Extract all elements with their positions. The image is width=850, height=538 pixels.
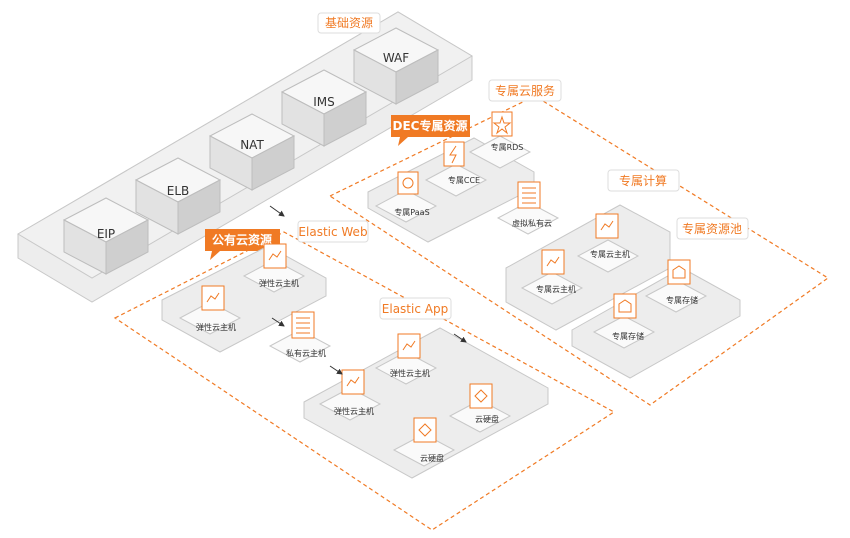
svg-text:WAF: WAF	[383, 51, 409, 65]
svg-text:专属存储: 专属存储	[666, 295, 698, 305]
dec-zone-title: 专属云服务	[488, 79, 562, 102]
elastic-app-panel	[303, 327, 549, 479]
flow-arrows	[269, 205, 467, 375]
svg-text:专属存储: 专属存储	[612, 331, 644, 341]
svg-text:云硬盘: 云硬盘	[475, 414, 499, 424]
svg-text:Elastic Web: Elastic Web	[298, 225, 367, 239]
svg-text:IMS: IMS	[313, 95, 335, 109]
dedicated-paas-node[interactable]: 专属PaaS	[374, 171, 438, 223]
dedicated-pool-title: 专属资源池	[676, 217, 749, 240]
cloud-disk-node-2[interactable]: 云硬盘	[448, 383, 512, 433]
base-resources-title: 基础资源	[317, 12, 381, 34]
dedicated-cce-node[interactable]: 专属CCE	[424, 141, 488, 197]
dedicated-rds-node[interactable]: 专属RDS	[468, 111, 532, 169]
svg-text:公有云资源: 公有云资源	[212, 232, 272, 247]
waf-box[interactable]: WAF	[352, 27, 440, 105]
svg-text:专属云服务: 专属云服务	[495, 83, 555, 98]
svg-text:专属云主机: 专属云主机	[590, 249, 630, 259]
svg-text:NAT: NAT	[240, 138, 264, 152]
svg-text:专属资源池: 专属资源池	[682, 221, 742, 236]
dedicated-storage-node-1[interactable]: 专属存储	[592, 293, 656, 349]
svg-text:弹性云主机: 弹性云主机	[334, 406, 374, 416]
dec-zone-outline	[328, 95, 830, 406]
cloud-disk-node-1[interactable]: 云硬盘	[392, 417, 456, 467]
ims-box[interactable]: IMS	[280, 69, 368, 147]
svg-text:ELB: ELB	[167, 184, 190, 198]
svg-text:云硬盘: 云硬盘	[420, 453, 444, 463]
svg-text:专属RDS: 专属RDS	[491, 142, 524, 152]
svg-text:专属PaaS: 专属PaaS	[394, 207, 429, 217]
dec-tag: DEC专属资源	[391, 115, 470, 146]
elastic-web-title: Elastic Web	[297, 220, 369, 243]
elastic-app-title: Elastic App	[379, 297, 452, 320]
svg-text:弹性云主机: 弹性云主机	[196, 322, 236, 332]
elastic-web-host-2[interactable]: 弹性云主机	[242, 243, 306, 293]
elastic-web-host-1[interactable]: 弹性云主机	[178, 285, 242, 335]
elastic-app-host-2[interactable]: 弹性云主机	[374, 333, 438, 385]
svg-text:专属CCE: 专属CCE	[448, 175, 480, 185]
public-zone-outline	[113, 231, 616, 531]
svg-text:基础资源: 基础资源	[325, 16, 373, 30]
dedicated-storage-node-2[interactable]: 专属存储	[644, 259, 708, 313]
dedicated-compute-title: 专属计算	[607, 169, 680, 192]
svg-text:虚拟私有云: 虚拟私有云	[512, 218, 552, 228]
public-tag: 公有云资源	[205, 229, 280, 260]
svg-text:EIP: EIP	[97, 227, 115, 241]
dedicated-host-node-1[interactable]: 专属云主机	[520, 249, 584, 305]
elb-box[interactable]: ELB	[134, 157, 222, 235]
dedicated-host-node-2[interactable]: 专属云主机	[576, 213, 640, 273]
svg-text:弹性云主机: 弹性云主机	[259, 278, 299, 288]
eip-box[interactable]: EIP	[62, 197, 150, 275]
virtual-private-cloud-node[interactable]: 虚拟私有云	[496, 181, 560, 235]
svg-text:专属云主机: 专属云主机	[536, 284, 576, 294]
svg-text:DEC专属资源: DEC专属资源	[393, 118, 468, 133]
svg-text:Elastic App: Elastic App	[382, 302, 448, 316]
svg-text:私有云主机: 私有云主机	[286, 348, 326, 358]
private-host-node[interactable]: 私有云主机	[268, 311, 332, 363]
svg-text:专属计算: 专属计算	[619, 173, 667, 188]
nat-box[interactable]: NAT	[208, 113, 296, 191]
elastic-app-host-1[interactable]: 弹性云主机	[318, 369, 382, 421]
svg-text:弹性云主机: 弹性云主机	[390, 368, 430, 378]
